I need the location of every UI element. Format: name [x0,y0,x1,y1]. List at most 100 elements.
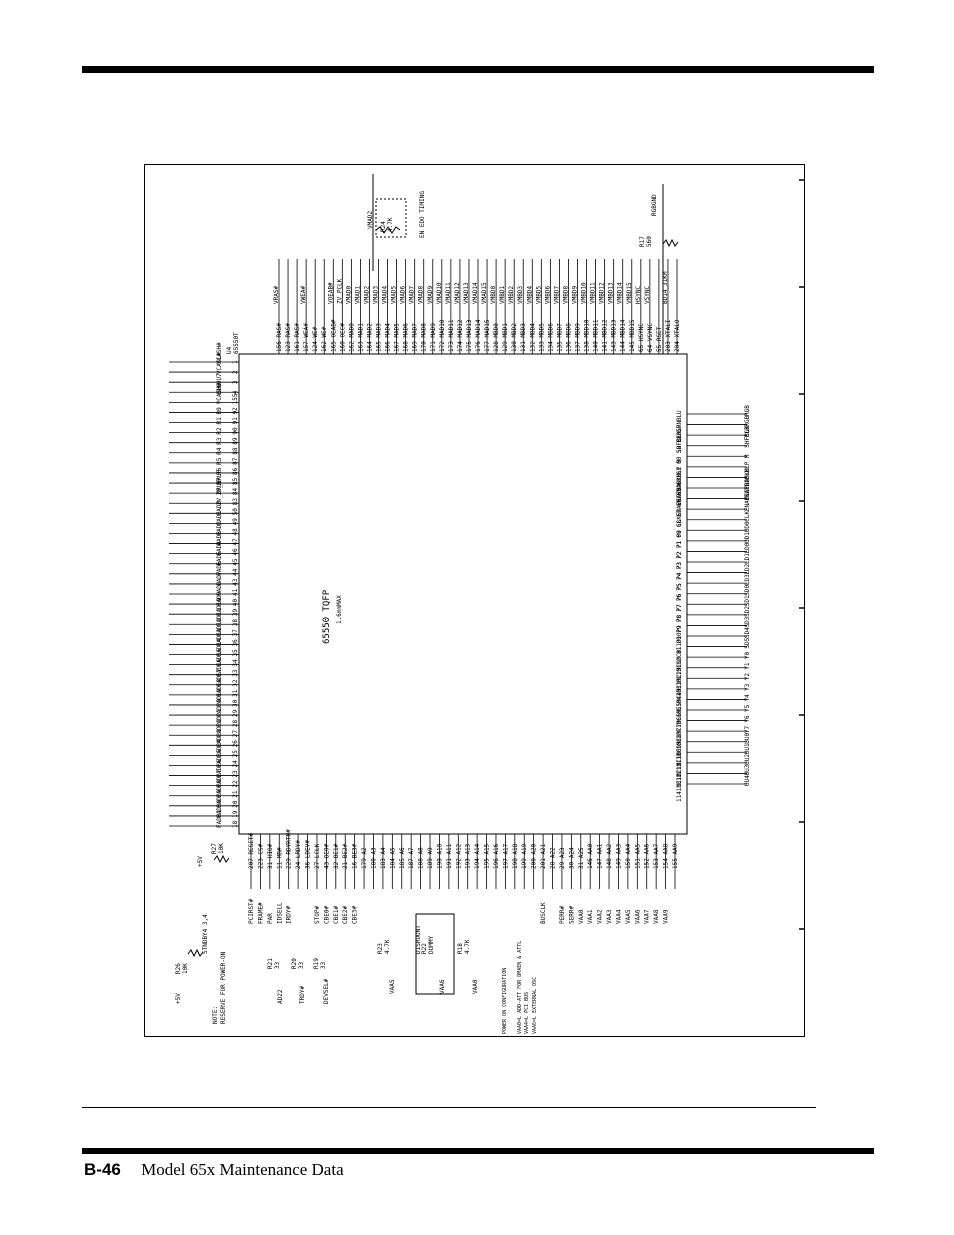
r24-symbol [375,226,401,234]
r18-value: 4.7K [464,939,471,954]
top-pin-net: VMAD8 [418,286,425,304]
bottom-pin-label: 28 A22 [550,847,557,869]
right-pin-net: UU0 [744,732,751,743]
top-pin-label: 177 MAD15 [484,319,491,352]
bottom-pin-label: 24 LRDY# [295,840,302,869]
r19-ref: R19 [313,958,320,969]
top-pin-net: VMAD11 [445,282,452,304]
right-pin-net: ENAVEE [744,489,751,511]
chip-height-note: 1.6mmMAX [336,595,343,624]
bottom-pin-net: IDSELL [276,902,283,924]
top-pin-label: 128 MBD0 [493,323,500,352]
left-pin-label: 91 [232,417,239,425]
left-pin-label: 34 [232,659,239,667]
right-pin-label: 72 P1 [676,540,683,558]
right-pin-net: SD3 [744,616,751,627]
bottom-pin-label: 187 A7 [408,847,415,869]
right-pin-label: 111 MC9 [676,745,683,771]
right-pin-net: SD1 [744,595,751,606]
bottom-pin-label: 184 A5 [389,847,396,869]
bottom-pin-net: VAA0 [578,909,585,924]
top-pin-label: 140 MBD11 [593,319,600,352]
right-pin-label: 82 P11 [676,643,683,665]
top-pin-net: VMBD13 [608,282,615,304]
r24-ref: R24 [380,221,387,232]
left-pin-net: FAD16 [216,658,223,676]
left-pin-net: FAD27 [216,769,223,787]
top-rule [82,66,874,73]
left-pin-label: 38 [232,619,239,627]
left-pin-net: R1 [216,417,223,425]
page-footer: B-46 Model 65x Maintenance Data [84,1160,344,1180]
r21-value: 33 [274,961,281,969]
left-pin-group: 1VCASH#2VCASL#3UU74UU6155VCASH#92R091R19… [169,342,239,828]
r17-resistor: R17 560 RGBGND [639,184,679,354]
bottom-pin-net: CBE1# [333,906,340,924]
right-pin-label: 112 MC10 [676,752,683,781]
right-pin-label: 103 MC2 [676,671,683,697]
bottom-pin-label: 154 AA8 [663,843,670,869]
bottom-pin-label: 147 AA1 [597,843,604,869]
r27-symbol [213,854,230,864]
top-pin-net: VMAD12 [454,282,461,304]
left-pin-label: 24 [232,760,239,768]
left-pin-label: 41 [232,588,239,596]
r22-value: DUMMY [428,936,435,954]
left-pin-net: FAD24 [216,739,223,757]
right-pin-label: 80 P9 [676,625,683,643]
bottom-pin-label: 21 BE2# [342,843,349,869]
left-pin-net: R7 [216,477,223,485]
top-pin-label: 65 HSYNC [638,323,645,352]
bottom-pin-label: 188 A8 [418,847,425,869]
left-pin-label: 47 [232,538,239,546]
left-pin-net: FAD13 [216,628,223,646]
note-body: RESERVE FOR POWER-ON [220,951,227,1024]
right-pin-label: 76 P5 [676,583,683,601]
r24-resistor: R24 4.7K EN EDO TIMING VMAD2 [367,174,426,271]
bottom-pin-net: FRAME# [257,902,264,924]
bottom-pin-net: CBE3# [352,906,359,924]
bottom-pin-label: 152 AA6 [644,843,651,869]
left-pin-label: 84 [232,488,239,496]
r17-symbol [662,238,679,248]
left-pin-net: FAD31 [216,810,223,828]
r21-ref: R21 [267,958,274,969]
left-pin-label: 25 [232,750,239,758]
left-pin-net: FAD15 [216,648,223,666]
left-pin-label: 90 [232,427,239,435]
right-pin-net: ENABKL [744,468,751,490]
bottom-pin-label: 146 AA0 [587,843,594,869]
right-pin-net: SD5 [744,637,751,648]
left-pin-net: R5 [216,457,223,465]
bottom-pin-label: 29 A23 [559,847,566,869]
r26-net: +5V [175,993,182,1004]
right-pin-label: 104 MC3 [676,681,683,707]
top-pin-label: 172 MAD10 [439,319,446,352]
right-pin-net: CLK [744,510,751,521]
config-resistors: R23 4.7K R22 DUMMY R18 4.7K DISROUNT VAA… [377,913,479,995]
top-pin-net: VMAD6 [400,286,407,304]
bottom-pin-net: VAA8 [653,909,660,924]
top-pin-label: 167 MAD5 [394,323,401,352]
left-pin-net: FAD29 [216,789,223,807]
right-pin-label: 79 P8 [676,614,683,632]
right-pin-label: 105 MC4 [676,692,683,718]
vaa5-label: VAA5 [389,979,396,994]
r23-ref: R23 [377,943,384,954]
top-pin-label: 133 MBD5 [538,323,545,352]
left-pin-label: 27 [232,730,239,738]
bottom-pin-label: 198 A18 [512,843,519,869]
right-pin-label: 63 FLM [676,473,683,495]
left-pin-label: 21 [232,790,239,798]
left-pin-net: FAD10 [216,598,223,616]
top-pin-label: 137 MBD9 [575,323,582,352]
right-pin-label: 78 P7 [676,604,683,622]
right-pin-net: UU1 [744,743,751,754]
bottom-pin-net: VAA6 [634,909,641,924]
top-pin-net: VMBD1 [499,286,506,304]
right-pin-label: 58 GRN [676,421,683,443]
right-pin-net: LD3 [744,574,751,585]
left-pin-label: 45 [232,558,239,566]
right-pin-net: LD2 [744,563,751,574]
top-pin-label: 169 MAD7 [412,323,419,352]
